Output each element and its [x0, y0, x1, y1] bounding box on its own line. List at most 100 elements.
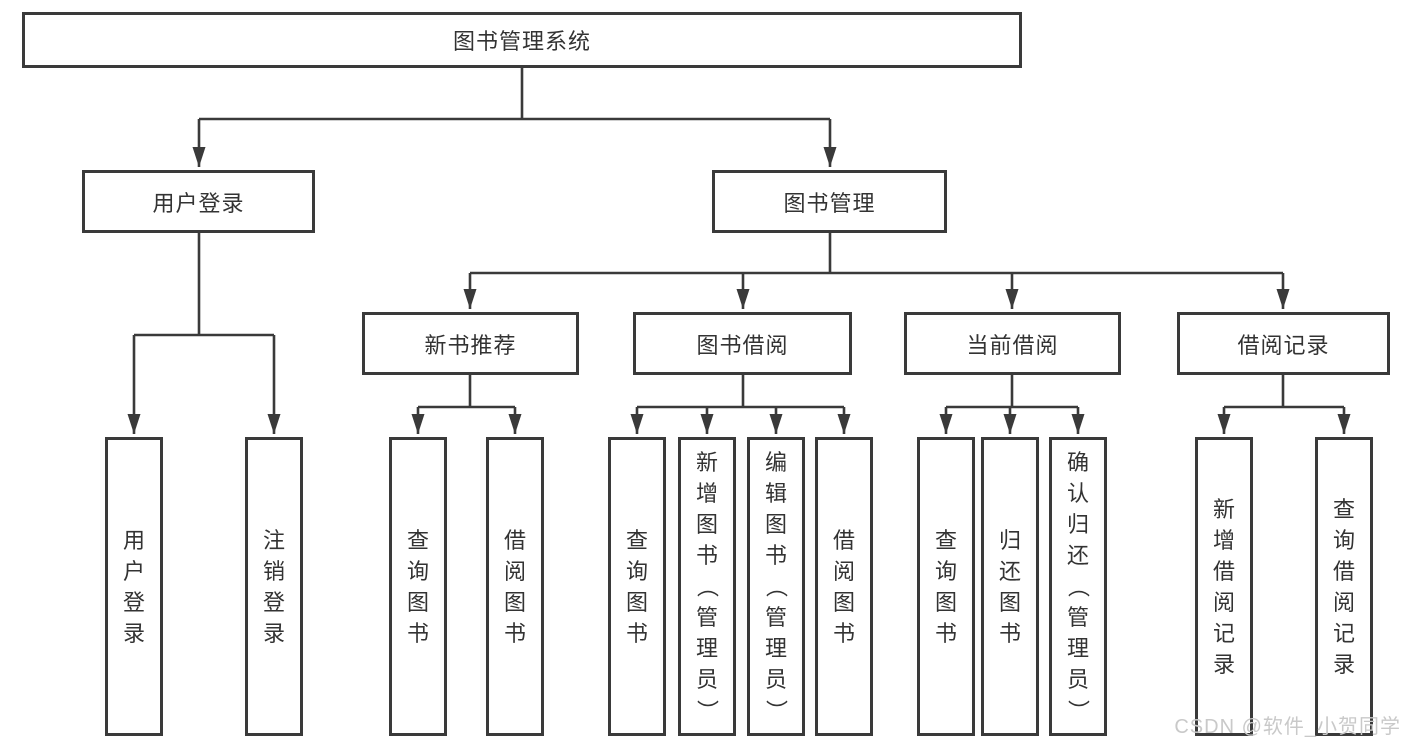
- node-label-char: 阅: [832, 558, 855, 584]
- node-label-char: 登: [122, 589, 145, 615]
- node-label-char: 借: [1332, 558, 1355, 584]
- node-label: 当前借阅: [966, 332, 1059, 358]
- node-label-char: 员: [764, 667, 787, 692]
- node-label-char: 户: [122, 558, 145, 584]
- node-label-char: 查: [934, 527, 957, 553]
- node-label-char: 书: [625, 620, 648, 646]
- node-label-char: 图: [764, 512, 787, 537]
- node-label-char: 理: [764, 636, 787, 661]
- leaf-return-books: 归还图书: [981, 437, 1039, 736]
- node-borrow-records: 借阅记录: [1177, 312, 1390, 375]
- leaf-logout: 注销登录: [245, 437, 303, 736]
- node-label-char: 录: [122, 620, 145, 646]
- leaf-borrow-books-recommend: 借阅图书: [486, 437, 544, 736]
- node-label-char: ）: [763, 699, 789, 722]
- leaf-confirm-return-admin: 确认归还 （ 管理员 ）: [1049, 437, 1107, 736]
- node-label-char: 注: [262, 527, 285, 553]
- node-label-char: ）: [1065, 699, 1091, 722]
- node-label-char: 管: [1066, 605, 1089, 630]
- node-label-char: 确: [1066, 450, 1089, 475]
- leaf-edit-books-admin: 编辑图书 （ 管理员 ）: [747, 437, 805, 736]
- node-label-char: （: [1065, 575, 1091, 598]
- node-label-char: 查: [1332, 496, 1355, 522]
- node-label-char: 员: [695, 667, 718, 692]
- node-label-char: 询: [1332, 527, 1355, 553]
- node-label-char: 借: [503, 527, 526, 553]
- node-label-char: 阅: [1332, 589, 1355, 615]
- node-label-char: 阅: [1212, 589, 1235, 615]
- node-label-char: 理: [1066, 636, 1089, 661]
- node-label-char: （: [694, 575, 720, 598]
- node-label-char: 图: [406, 589, 429, 615]
- node-label-char: 员: [1066, 667, 1089, 692]
- node-book-borrow: 图书借阅: [633, 312, 852, 375]
- node-label-char: 录: [1212, 651, 1235, 677]
- node-label-char: 书: [934, 620, 957, 646]
- node-label-char: 借: [832, 527, 855, 553]
- node-label: 图书管理系统: [452, 29, 591, 54]
- node-label-char: 书: [832, 620, 855, 646]
- node-label-char: 书: [406, 620, 429, 646]
- watermark-text: CSDN @软件_小贺同学: [1174, 716, 1401, 738]
- node-label-char: 书: [503, 620, 526, 646]
- node-label-char: 询: [934, 558, 957, 584]
- node-label-char: 书: [695, 543, 718, 568]
- node-label-char: 记: [1212, 620, 1235, 646]
- node-label-char: 图: [998, 589, 1021, 615]
- leaf-add-books-admin: 新增图书 （ 管理员 ）: [678, 437, 736, 736]
- node-label-char: 记: [1332, 620, 1355, 646]
- node-label: 图书借阅: [696, 332, 789, 358]
- node-label-char: 阅: [503, 558, 526, 584]
- node-label-char: 查: [625, 527, 648, 553]
- node-label-char: 新: [1212, 496, 1235, 522]
- node-label-char: 图: [625, 589, 648, 615]
- node-label-char: 书: [764, 543, 787, 568]
- node-label-char: 图: [832, 589, 855, 615]
- node-label-char: 新: [695, 450, 718, 475]
- node-label: 用户登录: [152, 190, 245, 216]
- node-label-char: 还: [998, 558, 1021, 584]
- leaf-query-books-current: 查询图书: [917, 437, 975, 736]
- node-label-char: 管: [764, 605, 787, 630]
- node-label-char: 归: [1066, 512, 1089, 537]
- node-label-char: 还: [1066, 543, 1089, 568]
- leaf-borrow-books: 借阅图书: [815, 437, 873, 736]
- node-label-char: 书: [998, 620, 1021, 646]
- node-label-char: 增: [1212, 527, 1235, 553]
- node-label-char: 录: [262, 620, 285, 646]
- node-label-char: 认: [1066, 481, 1089, 506]
- node-root-system: 图书管理系统: [22, 12, 1022, 68]
- leaf-query-books-recommend: 查询图书: [389, 437, 447, 736]
- node-label-char: 登: [262, 589, 285, 615]
- node-label-char: 理: [695, 636, 718, 661]
- node-label-char: 归: [998, 527, 1021, 553]
- node-label-char: 管: [695, 605, 718, 630]
- node-label-char: 编: [764, 450, 787, 475]
- node-label-char: （: [763, 575, 789, 598]
- node-label-char: 借: [1212, 558, 1235, 584]
- node-label-char: 辑: [764, 481, 787, 506]
- node-label-char: 图: [695, 512, 718, 537]
- leaf-query-borrow-record: 查询借阅记录: [1315, 437, 1373, 736]
- node-new-book-recommend: 新书推荐: [362, 312, 579, 375]
- node-book-management: 图书管理: [712, 170, 947, 233]
- node-user-login: 用户登录: [82, 170, 315, 233]
- node-current-borrow: 当前借阅: [904, 312, 1121, 375]
- node-label-char: 图: [934, 589, 957, 615]
- node-label: 图书管理: [783, 190, 876, 216]
- node-label-char: 录: [1332, 651, 1355, 677]
- node-label: 新书推荐: [424, 332, 517, 358]
- node-label-char: 用: [122, 527, 145, 553]
- node-label-char: 询: [625, 558, 648, 584]
- node-label-char: 询: [406, 558, 429, 584]
- node-label-char: 增: [695, 481, 718, 506]
- node-label: 借阅记录: [1237, 332, 1330, 358]
- leaf-add-borrow-record: 新增借阅记录: [1195, 437, 1253, 736]
- leaf-query-books-borrow: 查询图书: [608, 437, 666, 736]
- node-label-char: 图: [503, 589, 526, 615]
- node-label-char: ）: [694, 699, 720, 722]
- node-label-char: 查: [406, 527, 429, 553]
- node-label-char: 销: [262, 558, 285, 584]
